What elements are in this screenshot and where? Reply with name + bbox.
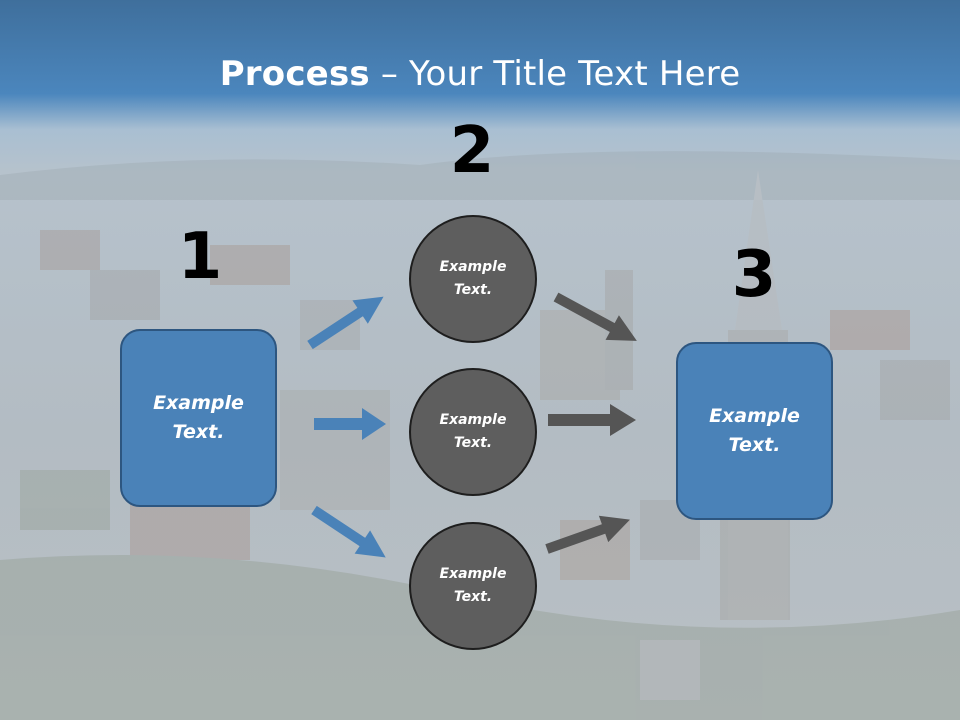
arrow-top-to-box3 [553, 292, 637, 341]
slide-title: Process – Your Title Text Here [0, 52, 960, 96]
step-2-circle-top: Example Text. [409, 215, 537, 343]
step-number-3: 3 [731, 238, 777, 312]
step-2-circle-middle: Example Text. [409, 368, 537, 496]
arrow-box1-to-bottom [311, 505, 386, 558]
step-2-circle-bottom: Example Text. [409, 522, 537, 650]
circle-top-text: Example Text. [439, 259, 507, 298]
circle-middle-text: Example Text. [439, 412, 507, 451]
circle-bottom-text: Example Text. [439, 566, 507, 605]
step-number-1: 1 [177, 220, 223, 294]
title-bold: Process [219, 54, 370, 94]
step-1-text: Example Text. [153, 392, 244, 443]
step-1-box: Example Text. [120, 329, 277, 507]
step-3-box: Example Text. [676, 342, 833, 520]
arrow-middle-to-box3 [548, 404, 636, 436]
arrow-box1-to-top [307, 296, 384, 350]
arrow-bottom-to-box3 [545, 515, 630, 554]
step-3-text: Example Text. [709, 405, 800, 456]
arrow-box1-to-middle [314, 408, 386, 440]
step-number-2: 2 [449, 114, 495, 188]
title-rest: – Your Title Text Here [369, 54, 741, 94]
